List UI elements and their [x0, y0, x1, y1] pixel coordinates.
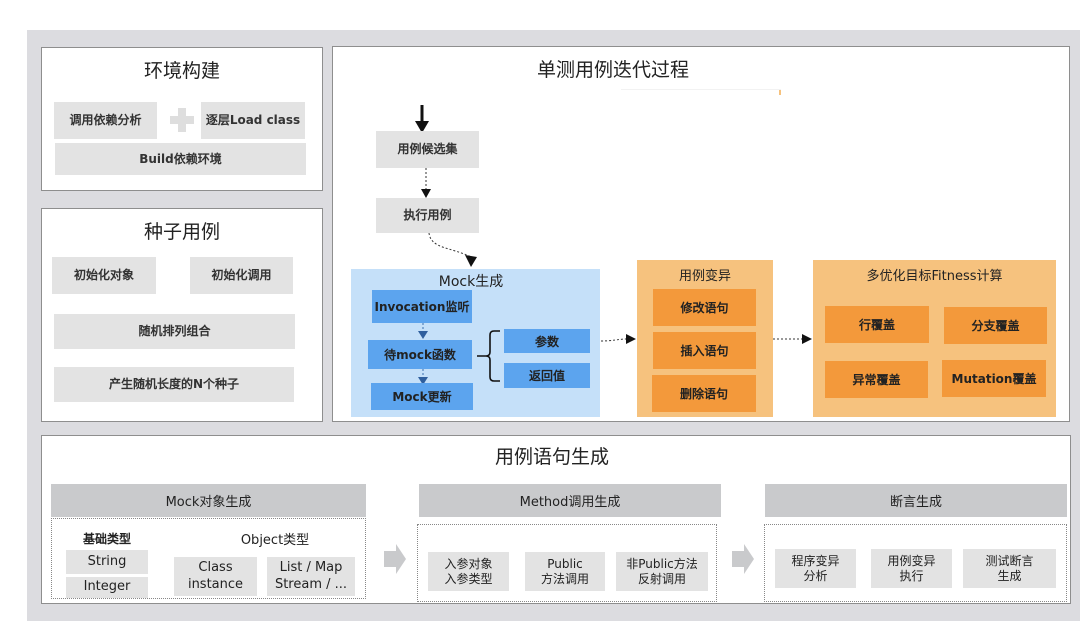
fitness-item: 异常覆盖: [825, 361, 928, 398]
layered-load-class-box: 逐层Load class: [201, 102, 305, 139]
plus-icon: [170, 108, 194, 132]
curly-brace-icon: [477, 330, 500, 382]
method-call-item: Public 方法调用: [525, 552, 605, 591]
fitness-item: 行覆盖: [825, 306, 929, 343]
assertion-item: 程序变异 分析: [775, 549, 856, 588]
method-call-group: 入参对象 入参类型 Public 方法调用 非Public方法 反射调用: [417, 524, 717, 602]
execute-case-box: 执行用例: [376, 198, 479, 233]
method-call-item-line: 入参对象: [444, 556, 493, 571]
flow-arrow-invocation-to-function: [418, 323, 428, 339]
to-mock-function-box: 待mock函数: [368, 340, 472, 369]
flow-arrow-candidate-to-execute: [421, 168, 431, 198]
fitness-container: 多优化目标Fitness计算 行覆盖 分支覆盖 异常覆盖 Mutation覆盖: [813, 260, 1056, 417]
string-box: String: [66, 550, 148, 574]
fitness-title: 多优化目标Fitness计算: [866, 269, 1003, 284]
params-box: 参数: [504, 329, 590, 353]
mutation-container: 用例变异 修改语句 插入语句 删除语句: [637, 260, 773, 417]
assertion-item: 测试断言 生成: [963, 549, 1056, 588]
mock-object-header: Mock对象生成: [51, 484, 366, 517]
generate-n-seeds-box: 产生随机长度的N个种子: [54, 367, 294, 402]
build-dependency-env-box: Build依赖环境: [55, 143, 306, 175]
method-call-item-line: Public: [547, 556, 583, 571]
assertion-item-line: 测试断言: [985, 553, 1034, 568]
seed-cases-title: 种子用例: [143, 221, 220, 243]
method-call-item: 非Public方法 反射调用: [616, 552, 708, 591]
invocation-listen-box: Invocation监听: [372, 290, 472, 323]
assertion-item-line: 执行: [899, 568, 924, 583]
fitness-item: 分支覆盖: [944, 307, 1047, 344]
env-build-panel: 环境构建 调用依赖分析 逐层Load class Build依赖环境: [41, 47, 323, 191]
iteration-panel: 单测用例迭代过程 用例候选集 执行用例 Mock生成 Invocation监听 …: [332, 46, 1070, 422]
method-call-item-line: 方法调用: [540, 571, 589, 586]
right-arrow-icon: [384, 544, 406, 574]
class-instance-line: Class: [198, 560, 233, 576]
method-call-item-line: 入参类型: [444, 571, 493, 586]
method-call-item: 入参对象 入参类型: [428, 552, 509, 591]
assertion-item-line: 程序变异: [791, 553, 840, 568]
decorative-line: [621, 89, 781, 90]
mock-gen-container: Mock生成 Invocation监听 待mock函数 Mock更新 参数 返回…: [351, 269, 600, 417]
fitness-item: Mutation覆盖: [942, 360, 1046, 397]
iteration-title: 单测用例迭代过程: [536, 59, 689, 81]
call-dependency-analysis-box: 调用依赖分析: [54, 102, 157, 139]
mock-object-group: 基础类型 Object类型 String Integer Class insta…: [51, 518, 366, 599]
right-arrow-icon: [732, 544, 754, 574]
assertion-item-line: 分析: [803, 568, 828, 583]
mutation-item: 删除语句: [652, 375, 756, 412]
method-call-item-line: 非Public方法: [626, 556, 698, 571]
flow-arrow-function-to-update: [418, 369, 428, 385]
random-permutation-box: 随机排列组合: [54, 314, 295, 349]
return-value-box: 返回值: [504, 363, 590, 388]
env-build-title: 环境构建: [143, 60, 220, 82]
candidate-set-box: 用例候选集: [376, 131, 479, 168]
mutation-item: 插入语句: [653, 332, 756, 369]
mock-update-box: Mock更新: [371, 383, 473, 410]
collections-line: List / Map: [279, 560, 343, 576]
flow-arrow-mock-to-mutation: [600, 334, 636, 344]
flow-arrow-execute-to-mock: [428, 232, 477, 267]
assertion-header: 断言生成: [765, 484, 1067, 517]
assertion-item-line: 用例变异: [887, 553, 936, 568]
collections-line: Stream / ...: [274, 576, 348, 592]
assertion-item-line: 生成: [997, 568, 1022, 583]
init-object-box: 初始化对象: [52, 257, 156, 294]
statement-gen-title: 用例语句生成: [494, 446, 609, 468]
integer-box: Integer: [66, 577, 148, 598]
object-types-label: Object类型: [240, 533, 310, 548]
decorative-tick: [779, 90, 781, 95]
basic-types-label: 基础类型: [82, 532, 131, 546]
mutation-title: 用例变异: [678, 269, 731, 284]
mutation-item: 修改语句: [653, 289, 756, 326]
flow-arrow-mutation-to-fitness: [773, 334, 812, 344]
assertion-item: 用例变异 执行: [871, 549, 952, 588]
statement-gen-panel: 用例语句生成 Mock对象生成 基础类型 Object类型 String Int…: [41, 435, 1071, 604]
init-call-box: 初始化调用: [190, 257, 293, 294]
class-instance-box: Class instance: [174, 557, 257, 596]
class-instance-line: instance: [187, 576, 244, 592]
collections-box: List / Map Stream / ...: [267, 557, 355, 596]
seed-cases-panel: 种子用例 初始化对象 初始化调用 随机排列组合 产生随机长度的N个种子: [41, 208, 323, 422]
assertion-group: 程序变异 分析 用例变异 执行 测试断言 生成: [764, 524, 1067, 602]
method-call-item-line: 反射调用: [637, 571, 686, 586]
method-call-header: Method调用生成: [419, 484, 721, 517]
mock-gen-title: Mock生成: [438, 274, 504, 290]
start-arrow-icon: [415, 105, 429, 133]
